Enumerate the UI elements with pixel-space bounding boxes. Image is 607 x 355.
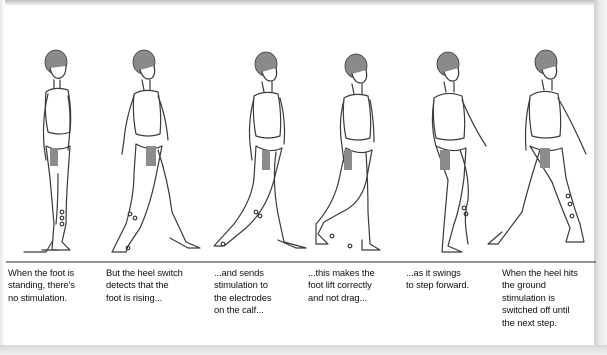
caption-5: ...as it swings to step forward.: [406, 267, 498, 292]
figure-3-stimulation: [214, 52, 306, 248]
controller-6: [540, 148, 550, 168]
electrode-2b: [133, 216, 137, 220]
electrode-4b: [348, 244, 352, 248]
caption-2: But the heel switch detects that the foo…: [106, 267, 198, 304]
electrode-6c: [570, 214, 574, 218]
figure-1-standing: [24, 50, 71, 252]
caption-4: ...this makes the foot lift correctly an…: [308, 267, 400, 304]
electrode-2c: [126, 246, 130, 250]
electrode-1a: [60, 210, 64, 214]
electrode-6a: [566, 194, 570, 198]
figure-6-heel-strike: [488, 50, 586, 244]
electrode-6b: [568, 202, 572, 206]
electrode-1b: [60, 216, 64, 220]
electrode-2a: [128, 212, 132, 216]
electrode-1c: [60, 222, 64, 226]
electrode-3b: [258, 214, 262, 218]
caption-6: When the heel hits the ground stimulatio…: [502, 267, 594, 329]
figure-4-foot-lift: [316, 54, 380, 250]
electrode-4a: [330, 234, 334, 238]
electrode-3c: [221, 242, 225, 246]
figure-2-heel-rising: [112, 50, 200, 252]
controller-4: [344, 150, 352, 170]
electrode-3a: [254, 210, 258, 214]
controller-1: [50, 148, 58, 166]
electrode-5a: [462, 206, 466, 210]
caption-3: ...and sends stimulation to the electrod…: [214, 267, 306, 317]
figure-5-swing: [432, 52, 486, 252]
caption-1: When the foot is standing, there's no st…: [8, 267, 100, 304]
controller-3: [262, 150, 270, 170]
controller-2: [146, 146, 156, 166]
controller-5: [440, 150, 450, 170]
